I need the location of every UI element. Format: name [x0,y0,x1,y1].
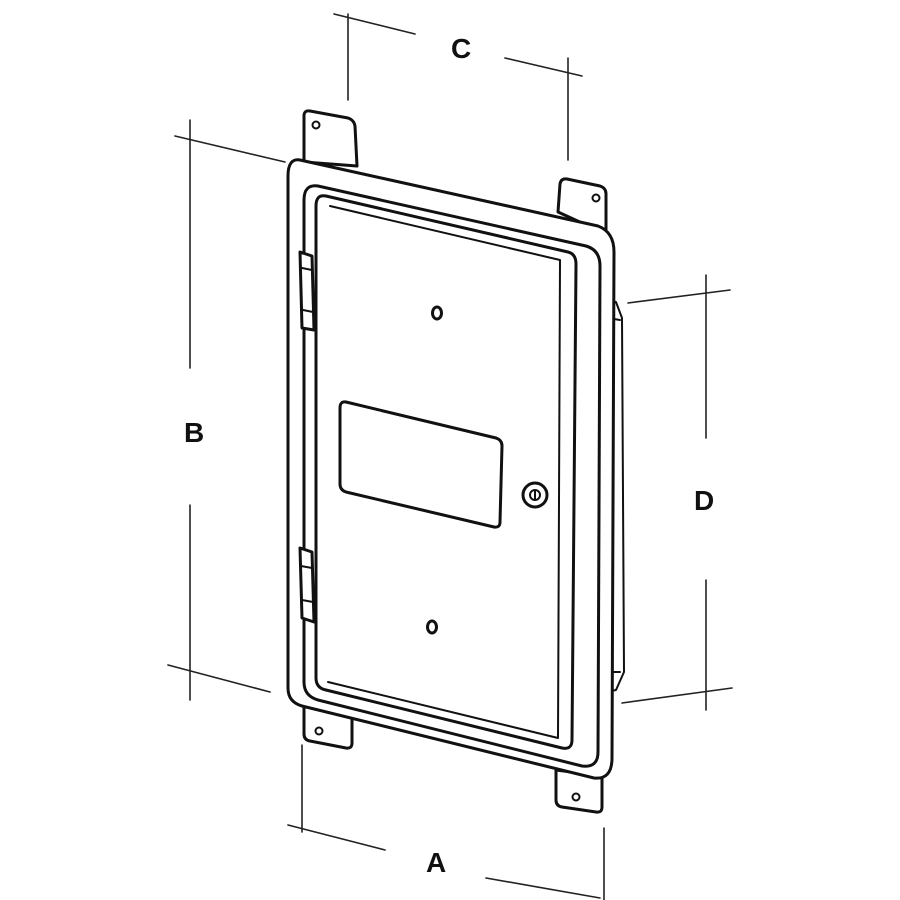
mounting-tab-top-right [556,177,608,236]
dimension-a: A [287,744,605,900]
hinge-bottom [298,546,316,624]
dimension-b: B [167,119,286,701]
screw-hole-bottom-right [571,792,581,802]
door-lock [521,481,549,509]
dimension-c: C [333,13,583,161]
door-screw-bottom [426,619,438,635]
screw-hole-top-left [311,120,321,130]
screw-hole-bottom-left [314,726,324,736]
door-screw-top [431,305,443,321]
hinge-top [298,250,316,332]
hinges [298,250,316,624]
mounting-tab-top-left [302,109,359,168]
dimension-label-c: C [451,33,471,64]
dimension-label-a: A [426,847,446,878]
screw-hole-top-right [591,193,601,203]
door-fixings [426,305,443,635]
dimension-label-d: D [694,485,714,516]
reading-window [338,400,504,529]
mounting-tab-bottom-right [554,768,604,814]
dimension-label-b: B [184,417,204,448]
dimension-d: D [621,274,733,711]
lock-icon [521,481,549,509]
